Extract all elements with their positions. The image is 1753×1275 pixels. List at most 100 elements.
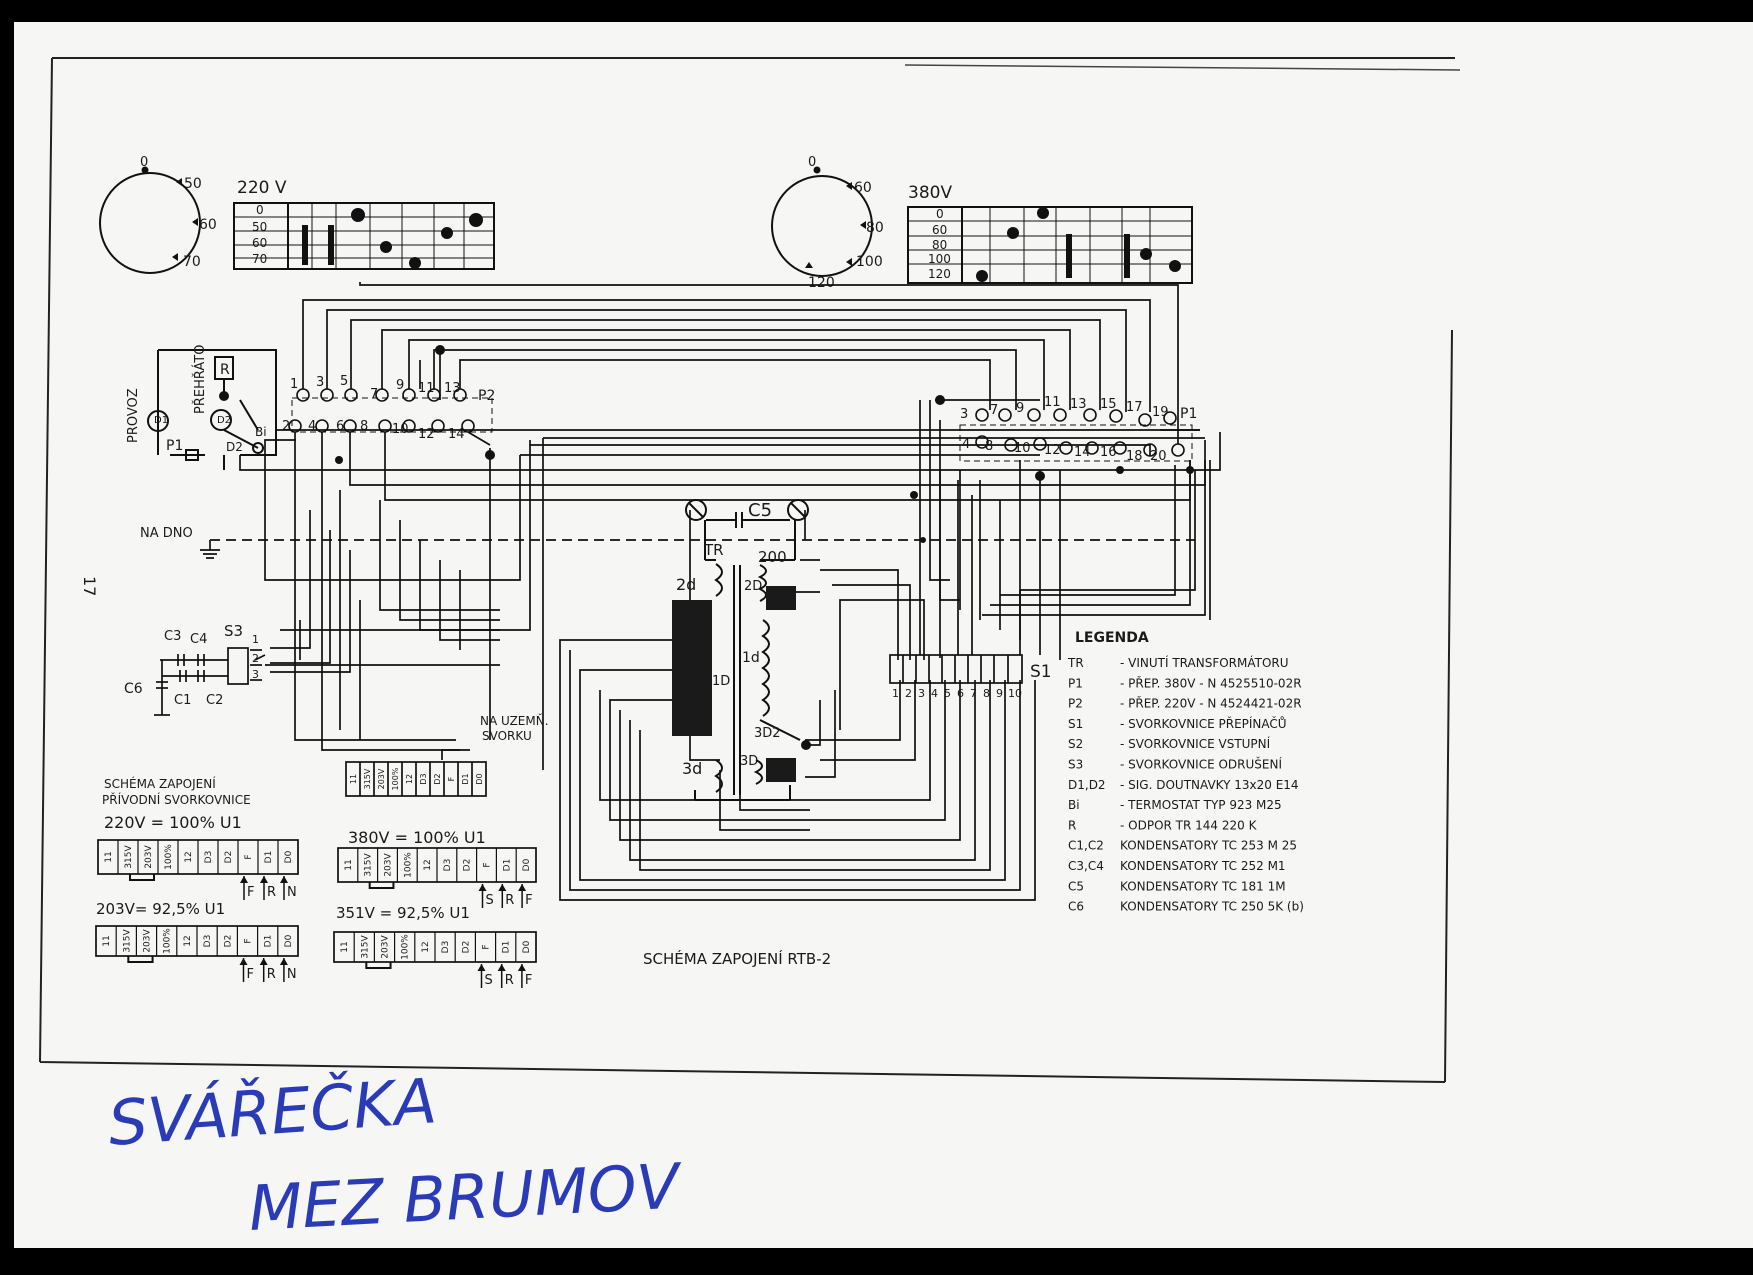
svg-text:1: 1 xyxy=(290,377,298,392)
junction-dots xyxy=(335,345,1194,750)
terminal-cell-label: 100% xyxy=(401,934,411,960)
center-terminal-label: 315V xyxy=(363,768,372,789)
svg-text:1D0: 1D0 xyxy=(678,718,698,729)
svg-text:200: 200 xyxy=(758,548,787,566)
terminal-cell-label: F xyxy=(483,862,493,867)
terminal-cell-label: 315V xyxy=(122,928,132,952)
svg-text:50: 50 xyxy=(184,176,202,192)
page-number: 17 xyxy=(80,576,99,596)
svg-text:2: 2 xyxy=(905,687,912,700)
svg-text:3: 3 xyxy=(252,668,259,681)
left-selector-dial: 0 50 60 70 xyxy=(99,155,217,274)
terminal-cell-label: 11 xyxy=(104,851,114,862)
svg-text:6: 6 xyxy=(336,419,344,434)
svg-text:80: 80 xyxy=(932,238,947,252)
svg-text:S1: S1 xyxy=(1030,662,1052,682)
svg-text:80: 80 xyxy=(866,220,884,236)
legend-key: S2 xyxy=(1068,737,1083,751)
svg-text:8: 8 xyxy=(983,687,990,700)
svg-text:4: 4 xyxy=(308,419,316,434)
svg-text:1D8: 1D8 xyxy=(678,606,698,617)
terminal-cell-label: D0 xyxy=(522,940,532,953)
supply-arrow-label: F xyxy=(247,885,254,900)
svg-text:D1: D1 xyxy=(154,415,168,426)
svg-text:60: 60 xyxy=(932,223,947,237)
terminal-cell-label: 203V xyxy=(381,934,391,958)
terminal-cell-label: D3 xyxy=(443,859,453,872)
svg-text:P1: P1 xyxy=(1180,406,1197,422)
terminal-cell-label: D2 xyxy=(223,935,233,948)
svg-text:1D4: 1D4 xyxy=(678,662,698,673)
svg-text:3D: 3D xyxy=(740,754,758,769)
legend-key: P1 xyxy=(1068,676,1083,690)
svg-text:11: 11 xyxy=(1044,395,1061,410)
suppression-capacitors xyxy=(154,647,249,716)
right-switch-table xyxy=(907,206,1193,284)
svg-text:6: 6 xyxy=(957,687,964,700)
legend-text: KONDENSATORY TC 250 5K (b) xyxy=(1120,900,1304,914)
legend-key: S3 xyxy=(1068,758,1083,772)
svg-text:Bi: Bi xyxy=(255,425,267,439)
terminal-cell-label: D3 xyxy=(203,935,213,948)
center-terminal-label: D3 xyxy=(419,773,428,784)
supply-arrow-label: F xyxy=(247,967,254,982)
legend-text: - PŘEP. 380V - N 4525510-02R xyxy=(1120,675,1302,690)
center-terminal-label: 11 xyxy=(349,774,358,784)
svg-text:16: 16 xyxy=(1100,445,1117,460)
legend-text: - SVORKOVNICE ODRUŠENÍ xyxy=(1120,757,1282,772)
svg-text:3D0: 3D0 xyxy=(769,771,789,782)
svg-text:3d: 3d xyxy=(682,759,702,778)
svg-text:120: 120 xyxy=(808,275,835,291)
center-terminal-label: D2 xyxy=(433,773,442,784)
svg-text:2D: 2D xyxy=(744,579,762,594)
legend-key: D1,D2 xyxy=(1068,778,1106,792)
svg-text:3: 3 xyxy=(316,375,324,390)
svg-text:0: 0 xyxy=(936,207,944,221)
terminal-cell-label: 203V xyxy=(143,928,153,952)
svg-text:TR: TR xyxy=(703,541,724,559)
legend-text: - TERMOSTAT TYP 923 M25 xyxy=(1120,798,1282,812)
block-b-title: 203V= 92,5% U1 xyxy=(96,900,225,918)
block-c-title: 380V = 100% U1 xyxy=(348,828,486,847)
terminal-cell-label: 203V xyxy=(144,844,154,868)
center-terminal-label: 203V xyxy=(377,768,386,789)
svg-text:19: 19 xyxy=(1152,405,1169,420)
legend-text: - SVORKOVNICE VSTUPNÍ xyxy=(1120,736,1271,751)
legend-text: KONDENSATORY TC 181 1M xyxy=(1120,879,1286,893)
terminal-cell-label: D1 xyxy=(264,851,274,864)
svg-text:120: 120 xyxy=(928,267,951,281)
svg-text:P2: P2 xyxy=(478,388,495,404)
legend-text: - PŘEP. 220V - N 4524421-02R xyxy=(1120,696,1302,711)
svg-text:3: 3 xyxy=(960,407,968,422)
block-a-title: 220V = 100% U1 xyxy=(104,813,242,832)
svg-text:70: 70 xyxy=(252,252,267,266)
svg-text:R: R xyxy=(220,362,230,378)
svg-text:4: 4 xyxy=(931,687,938,700)
svg-text:70: 70 xyxy=(183,254,201,270)
terminal-cell-label: 12 xyxy=(184,851,194,862)
legend-key: C1,C2 xyxy=(1068,839,1104,853)
svg-text:D2: D2 xyxy=(226,440,243,454)
na-dno-label: NA DNO xyxy=(140,526,193,541)
terminal-cell-label: 12 xyxy=(423,859,433,870)
svg-text:1D: 1D xyxy=(712,674,730,689)
svg-text:2D1: 2D1 xyxy=(769,587,789,598)
svg-text:PŘÍVODNÍ SVORKOVNICE: PŘÍVODNÍ SVORKOVNICE xyxy=(102,792,251,807)
svg-text:5: 5 xyxy=(944,687,951,700)
svg-text:1: 1 xyxy=(892,687,899,700)
svg-text:100: 100 xyxy=(928,252,951,266)
svg-text:S3: S3 xyxy=(224,622,243,640)
svg-text:2: 2 xyxy=(252,652,259,665)
svg-text:11: 11 xyxy=(418,381,435,396)
prehrato-label: PŘEHŘÁTO xyxy=(192,345,208,414)
terminal-cell-label: 11 xyxy=(340,941,350,952)
svg-text:60: 60 xyxy=(199,217,217,233)
winding-3d-block xyxy=(766,758,796,782)
svg-text:15: 15 xyxy=(1100,397,1117,412)
svg-text:D2: D2 xyxy=(217,415,231,426)
drawing-frame xyxy=(39,57,1455,1083)
supply-arrow-label: R xyxy=(505,973,514,988)
